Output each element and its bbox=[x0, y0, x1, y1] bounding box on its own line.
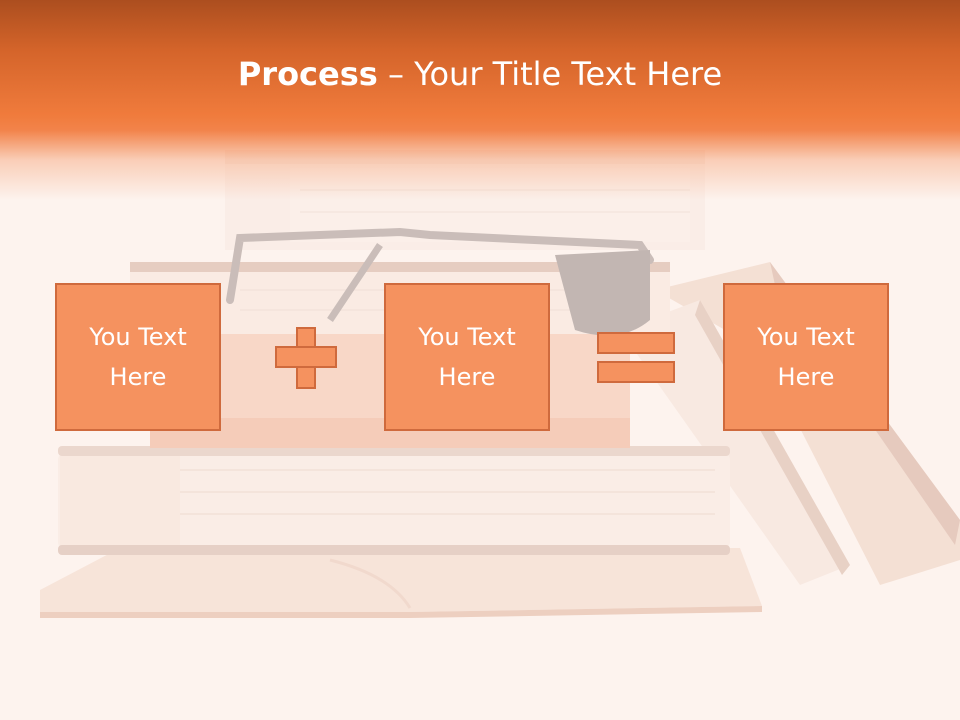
process-box-3[interactable]: You Text Here bbox=[723, 283, 889, 431]
title-bold: Process bbox=[237, 55, 378, 93]
process-box-1-text: You Text Here bbox=[89, 323, 187, 391]
process-box-2-text: You Text Here bbox=[418, 323, 516, 391]
title-rest: – Your Title Text Here bbox=[377, 55, 723, 93]
slide-title: Process – Your Title Text Here bbox=[0, 52, 960, 96]
header-band bbox=[0, 0, 960, 200]
process-box-1[interactable]: You Text Here bbox=[55, 283, 221, 431]
process-box-3-text: You Text Here bbox=[757, 323, 855, 391]
process-box-2[interactable]: You Text Here bbox=[384, 283, 550, 431]
